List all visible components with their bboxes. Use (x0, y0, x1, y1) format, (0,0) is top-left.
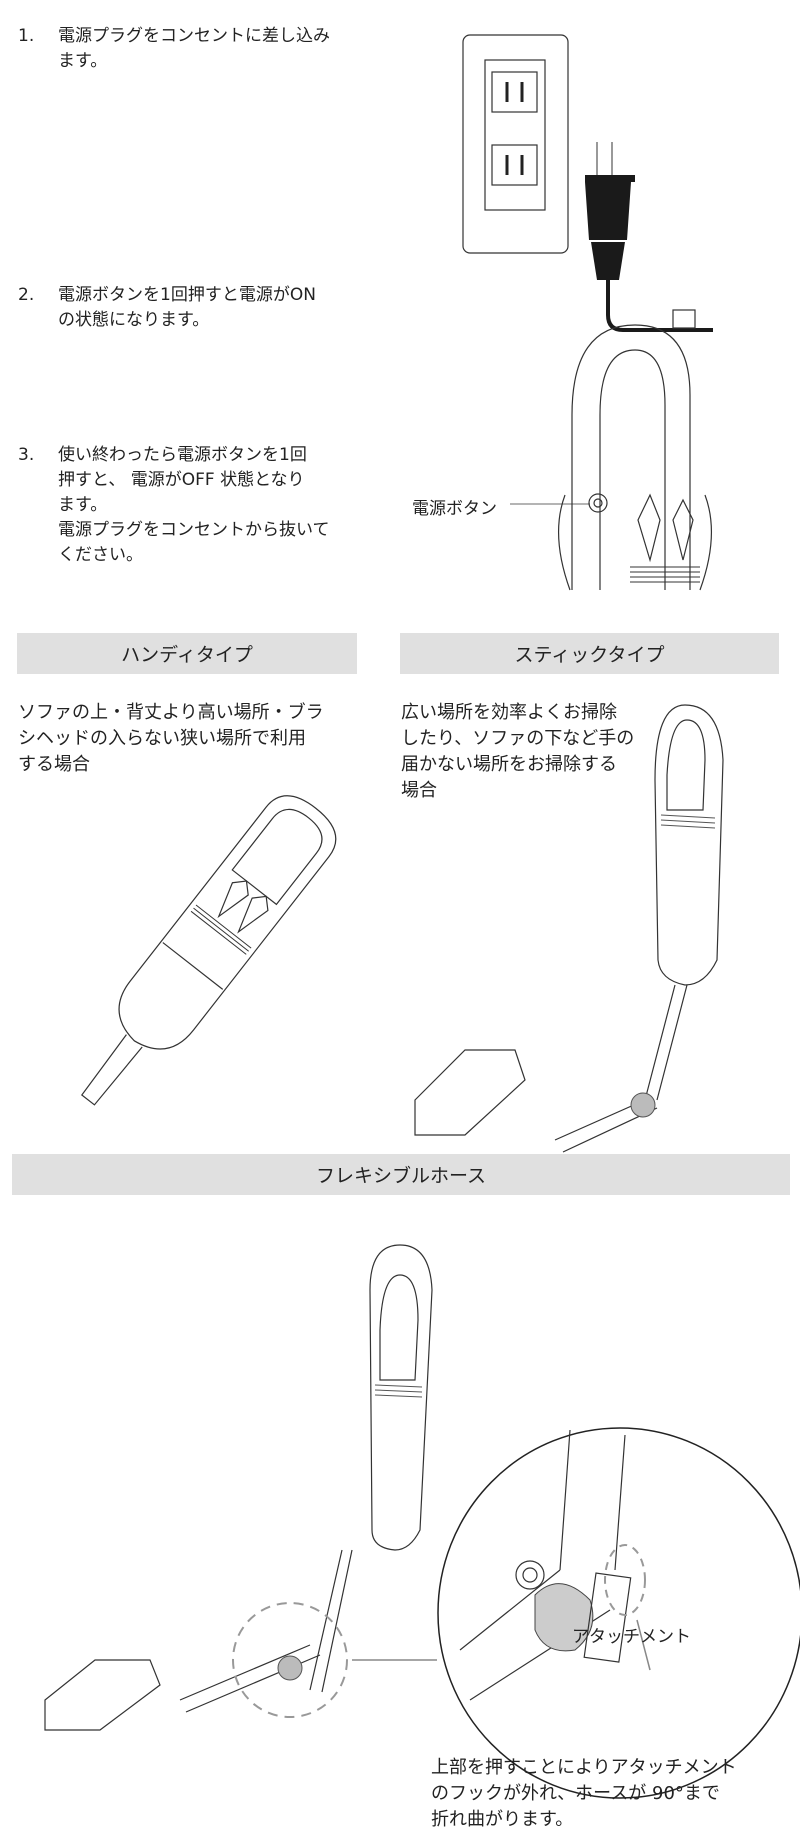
caption-line: 上部を押すことによりアタッチメント (431, 1757, 737, 1778)
caption-line: のフックが外れ、ホースが 90°まで (431, 1783, 720, 1804)
zoom-indicator-circle (232, 1602, 348, 1718)
caption-line: 折れ曲がります。 (431, 1809, 574, 1830)
flexible-hose-illustration (44, 1244, 800, 1799)
header-label: スティックタイプ (514, 644, 665, 666)
desc-line: シヘッドの入らない狭い場所で利用 (18, 728, 306, 749)
handy-type-description: ソファの上・背丈より高い場所・ブラ シヘッドの入らない狭い場所で利用 する場合 (18, 700, 324, 778)
handy-type-header: ハンディタイプ (17, 633, 357, 674)
step-text: 電源ボタンを1回押すと電源がON (58, 285, 316, 305)
power-plug (585, 142, 713, 332)
step-number: 1. (18, 26, 35, 46)
step-3: 3. 使い終わったら電源ボタンを1回 押すと、 電源がOFF 状態となり ます。… (18, 443, 363, 568)
step-1: 1. 電源プラグをコンセントに差し込みます。 (18, 24, 363, 74)
stick-type-description: 広い場所を効率よくお掃除 したり、ソファの下など手の 届かない場所をお掃除する … (401, 700, 634, 804)
flexible-hose-caption: 上部を押すことによりアタッチメント のフックが外れ、ホースが 90°まで 折れ曲… (431, 1755, 737, 1833)
step-number: 3. (18, 445, 35, 465)
header-label: ハンディタイプ (121, 644, 253, 666)
vacuum-top-illustration (510, 309, 712, 591)
step-text: ください。 (58, 545, 143, 565)
header-label: フレキシブルホース (315, 1165, 487, 1187)
step-text: ます。 (58, 495, 108, 515)
step-text: ます。 (58, 51, 108, 71)
desc-line: したり、ソファの下など手の (401, 728, 635, 749)
desc-line: 広い場所を効率よくお掃除 (401, 702, 617, 723)
outlet-plug-illustration (462, 34, 713, 332)
stick-type-header: スティックタイプ (400, 633, 779, 674)
detail-magnified-circle (437, 1427, 800, 1799)
power-button-label: 電源ボタン (412, 499, 497, 519)
step-text: 使い終わったら電源ボタンを1回 (58, 445, 307, 465)
step-2: 2. 電源ボタンを1回押すと電源がON の状態になります。 (18, 283, 363, 333)
step-text: 電源プラグをコンセントから抜いて (58, 520, 330, 540)
wall-outlet (462, 34, 569, 254)
desc-line: する場合 (18, 754, 90, 775)
flexible-hose-header: フレキシブルホース (12, 1154, 790, 1195)
step-text: 押すと、 電源がOFF 状態となり (58, 470, 305, 490)
step-text: の状態になります。 (58, 310, 210, 330)
step-text: 電源プラグをコンセントに差し込み (58, 26, 330, 46)
attachment-label: アタッチメント (572, 1627, 691, 1647)
stick-vacuum-illustration (414, 704, 724, 1153)
handy-vacuum-illustration (80, 795, 337, 1106)
desc-line: ソファの上・背丈より高い場所・ブラ (18, 702, 324, 723)
desc-line: 場合 (401, 780, 437, 801)
desc-line: 届かない場所をお掃除する (401, 754, 617, 775)
step-number: 2. (18, 285, 35, 305)
